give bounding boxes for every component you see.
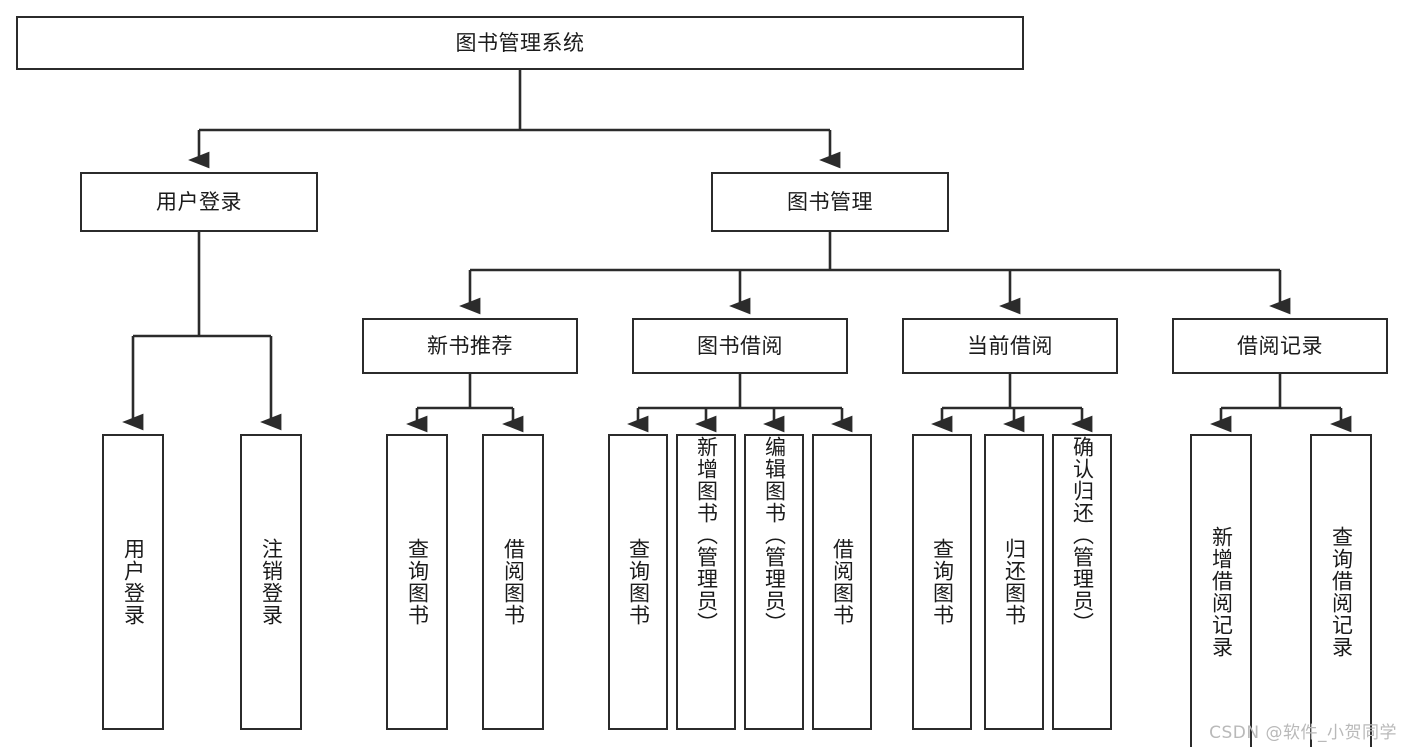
node-leaf-confirm-return[interactable]: 确认归还（管理员） <box>1052 434 1112 730</box>
node-new-book-rec[interactable]: 新书推荐 <box>362 318 578 374</box>
node-leaf-edit-book-label: 编辑图书（管理员） <box>762 436 787 634</box>
node-leaf-query-record[interactable]: 查询借阅记录 <box>1310 434 1372 747</box>
node-leaf-query-book-3-label: 查询图书 <box>930 538 955 626</box>
node-leaf-return-book[interactable]: 归还图书 <box>984 434 1044 730</box>
node-leaf-query-record-label: 查询借阅记录 <box>1329 526 1354 658</box>
node-current-borrow[interactable]: 当前借阅 <box>902 318 1118 374</box>
node-leaf-borrow-book-2-label: 借阅图书 <box>830 538 855 626</box>
node-leaf-query-book-1-label: 查询图书 <box>405 538 430 626</box>
node-leaf-add-record-label: 新增借阅记录 <box>1209 526 1234 658</box>
node-leaf-borrow-book-2[interactable]: 借阅图书 <box>812 434 872 730</box>
node-root[interactable]: 图书管理系统 <box>16 16 1024 70</box>
node-new-book-rec-label: 新书推荐 <box>427 333 513 358</box>
node-user-login[interactable]: 用户登录 <box>80 172 318 232</box>
watermark-text: CSDN @软件_小贺同学 <box>1209 723 1397 743</box>
node-leaf-borrow-book-1-label: 借阅图书 <box>501 538 526 626</box>
node-leaf-add-book-label: 新增图书（管理员） <box>694 436 719 634</box>
node-leaf-add-book[interactable]: 新增图书（管理员） <box>676 434 736 730</box>
node-current-borrow-label: 当前借阅 <box>967 333 1053 358</box>
node-leaf-add-record[interactable]: 新增借阅记录 <box>1190 434 1252 747</box>
node-borrow-record-label: 借阅记录 <box>1237 333 1323 358</box>
node-book-manage-label: 图书管理 <box>787 189 873 214</box>
node-leaf-confirm-return-label: 确认归还（管理员） <box>1070 436 1095 634</box>
node-leaf-user-login[interactable]: 用户登录 <box>102 434 164 730</box>
node-root-label: 图书管理系统 <box>455 30 585 55</box>
node-leaf-return-book-label: 归还图书 <box>1002 538 1027 626</box>
node-leaf-borrow-book-1[interactable]: 借阅图书 <box>482 434 544 730</box>
node-leaf-query-book-1[interactable]: 查询图书 <box>386 434 448 730</box>
node-user-login-label: 用户登录 <box>156 189 242 214</box>
node-book-borrow[interactable]: 图书借阅 <box>632 318 848 374</box>
node-leaf-user-login-label: 用户登录 <box>121 538 146 626</box>
node-leaf-query-book-2-label: 查询图书 <box>626 538 651 626</box>
node-borrow-record[interactable]: 借阅记录 <box>1172 318 1388 374</box>
node-leaf-logout-label: 注销登录 <box>259 538 284 626</box>
node-book-borrow-label: 图书借阅 <box>697 333 783 358</box>
node-book-manage[interactable]: 图书管理 <box>711 172 949 232</box>
node-leaf-logout[interactable]: 注销登录 <box>240 434 302 730</box>
node-leaf-query-book-2[interactable]: 查询图书 <box>608 434 668 730</box>
node-leaf-query-book-3[interactable]: 查询图书 <box>912 434 972 730</box>
node-leaf-edit-book[interactable]: 编辑图书（管理员） <box>744 434 804 730</box>
